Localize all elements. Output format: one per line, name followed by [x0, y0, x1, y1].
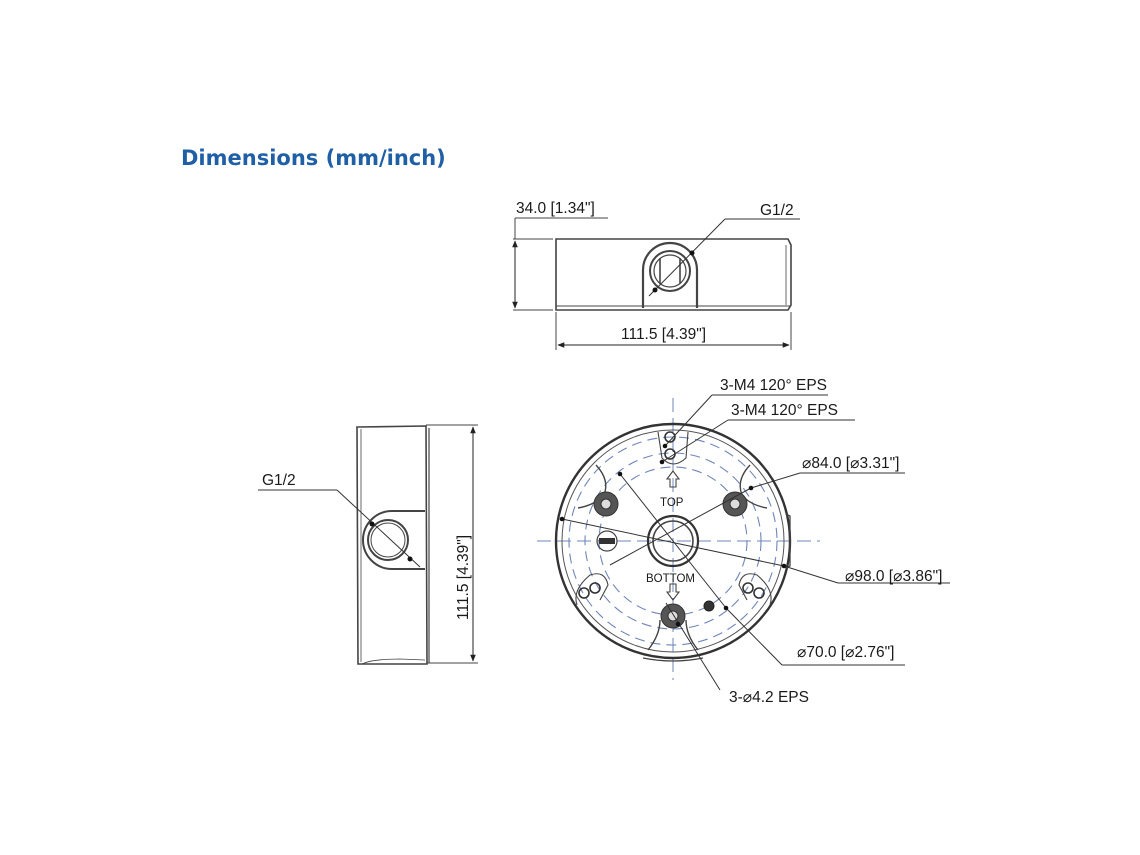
callout-m4-inner: 3-M4 120° EPS — [731, 402, 838, 419]
bottom-view — [537, 394, 950, 691]
page-title: Dimensions (mm/inch) — [181, 146, 446, 170]
front-width-label: 111.5 [4.39"] — [621, 326, 706, 343]
callout-hole-42: 3-⌀4.2 EPS — [729, 689, 809, 706]
callout-m4-outer: 3-M4 120° EPS — [720, 377, 827, 394]
side-port-label: G1/2 — [262, 472, 296, 489]
top-marker-label: TOP — [660, 497, 684, 509]
callout-dia-84: ⌀84.0 [⌀3.31"] — [802, 455, 899, 472]
front-height-label: 34.0 [1.34"] — [516, 200, 595, 217]
side-view — [258, 424, 478, 665]
side-height-label: 111.5 [4.39"] — [455, 535, 472, 620]
callout-dia-70: ⌀70.0 [⌀2.76"] — [797, 644, 894, 661]
front-port-label: G1/2 — [760, 202, 794, 219]
callout-dia-98: ⌀98.0 [⌀3.86"] — [845, 568, 942, 585]
bottom-marker-label: BOTTOM — [646, 573, 695, 585]
front-view — [512, 217, 800, 350]
